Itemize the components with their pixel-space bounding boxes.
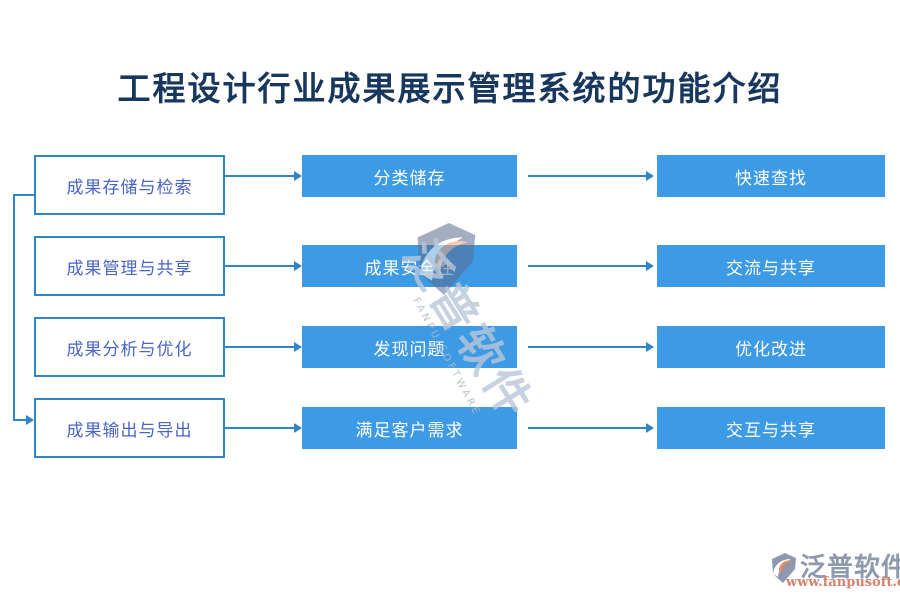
arrow-row4-left-head-icon xyxy=(294,423,302,433)
arrow-row1-right-head-icon xyxy=(646,171,654,181)
right-bar-label: 优化改进 xyxy=(735,339,807,360)
arrow-row2-left xyxy=(225,265,294,267)
right-bar-label: 交互与共享 xyxy=(726,420,816,441)
arrow-row3-right-head-icon xyxy=(646,342,654,352)
middle-bar-label: 成果安全性 xyxy=(364,258,455,279)
arrow-row1-left xyxy=(225,175,294,177)
left-box-manage-share: 成果管理与共享 xyxy=(34,236,225,296)
middle-bar-label: 满足客户需求 xyxy=(355,420,464,441)
connector-bottom-segment xyxy=(13,419,26,421)
footer-brand-url: www.fanpusoft.com xyxy=(786,575,900,590)
connector-vertical-segment xyxy=(13,194,15,421)
right-bar-label: 快速查找 xyxy=(735,168,807,189)
connector-arrowhead-icon xyxy=(26,415,34,425)
middle-bar-find-problems: 发现问题 xyxy=(302,326,517,368)
middle-bar-classified-storage: 分类储存 xyxy=(302,155,517,197)
page-title: 工程设计行业成果展示管理系统的功能介绍 xyxy=(117,69,783,108)
arrow-row4-right-head-icon xyxy=(646,423,654,433)
left-box-label: 成果输出与导出 xyxy=(66,420,193,441)
right-bar-optimize-improve: 优化改进 xyxy=(657,326,885,368)
middle-bar-meet-customer-needs: 满足客户需求 xyxy=(302,407,517,449)
left-box-storage-retrieval: 成果存储与检索 xyxy=(34,155,225,215)
right-bar-communicate-share: 交流与共享 xyxy=(657,245,885,287)
right-bar-quick-search: 快速查找 xyxy=(657,155,885,197)
right-bar-label: 交流与共享 xyxy=(726,258,816,279)
left-box-label: 成果管理与共享 xyxy=(66,258,193,279)
middle-bar-result-security: 成果安全性 xyxy=(302,245,517,287)
arrow-row1-right xyxy=(528,175,646,177)
left-box-analyze-optimize: 成果分析与优化 xyxy=(34,317,225,377)
middle-bar-label: 分类储存 xyxy=(373,168,446,189)
connector-top-segment xyxy=(13,194,36,196)
footer-brand-block: 泛普软件 www.fanpusoft.com xyxy=(768,549,900,591)
arrow-row2-right xyxy=(528,265,646,267)
left-box-label: 成果存储与检索 xyxy=(66,177,193,198)
middle-bar-label: 发现问题 xyxy=(373,339,446,360)
arrow-row2-left-head-icon xyxy=(294,261,302,271)
arrow-row1-left-head-icon xyxy=(294,171,302,181)
footer-brand-name: 泛普软件 xyxy=(800,553,900,583)
arrow-row3-right xyxy=(528,346,646,348)
right-bar-interact-share: 交互与共享 xyxy=(657,407,885,449)
arrow-row3-left xyxy=(225,346,294,348)
arrow-row4-left xyxy=(225,427,294,429)
arrow-row2-right-head-icon xyxy=(646,261,654,271)
left-box-label: 成果分析与优化 xyxy=(66,339,193,360)
arrow-row3-left-head-icon xyxy=(294,342,302,352)
fanpu-logo-icon xyxy=(772,553,796,583)
arrow-row4-right xyxy=(528,427,646,429)
left-box-output-export: 成果输出与导出 xyxy=(34,398,225,458)
